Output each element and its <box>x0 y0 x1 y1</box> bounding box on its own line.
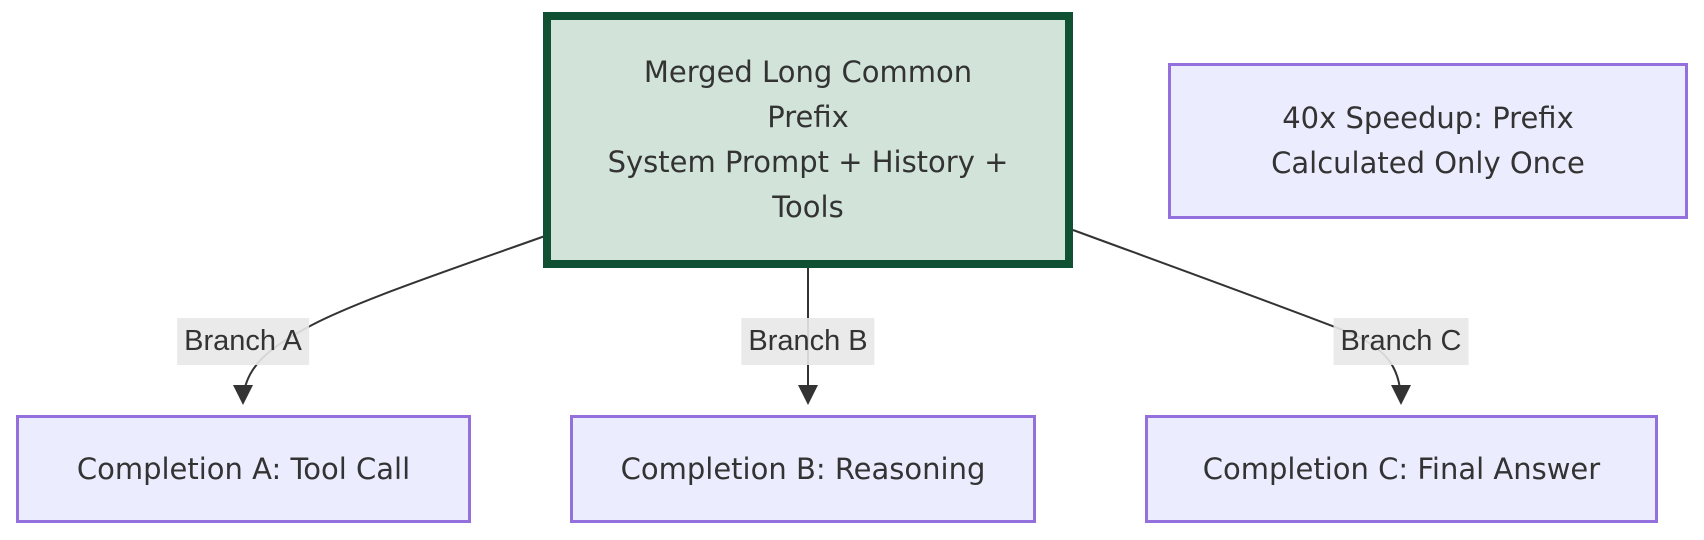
node-merged-prefix-label: Merged Long Common Prefix System Prompt … <box>607 55 1009 224</box>
node-merged-prefix: Merged Long Common Prefix System Prompt … <box>543 12 1073 268</box>
edge-label-branch-b: Branch B <box>741 318 875 365</box>
node-completion-a: Completion A: Tool Call <box>16 415 471 523</box>
node-completion-b-label: Completion B: Reasoning <box>620 451 986 486</box>
node-completion-c: Completion C: Final Answer <box>1145 415 1658 523</box>
node-completion-a-label: Completion A: Tool Call <box>76 451 411 486</box>
node-speedup-note-label: 40x Speedup: Prefix Calculated Only Once <box>1271 101 1585 180</box>
node-speedup-note: 40x Speedup: Prefix Calculated Only Once <box>1168 63 1688 219</box>
edge-label-branch-a: Branch A <box>177 318 309 365</box>
node-completion-c-label: Completion C: Final Answer <box>1202 451 1601 486</box>
node-completion-b: Completion B: Reasoning <box>570 415 1036 523</box>
edge-label-branch-c: Branch C <box>1333 318 1469 365</box>
edge-branch-c <box>1072 229 1411 405</box>
